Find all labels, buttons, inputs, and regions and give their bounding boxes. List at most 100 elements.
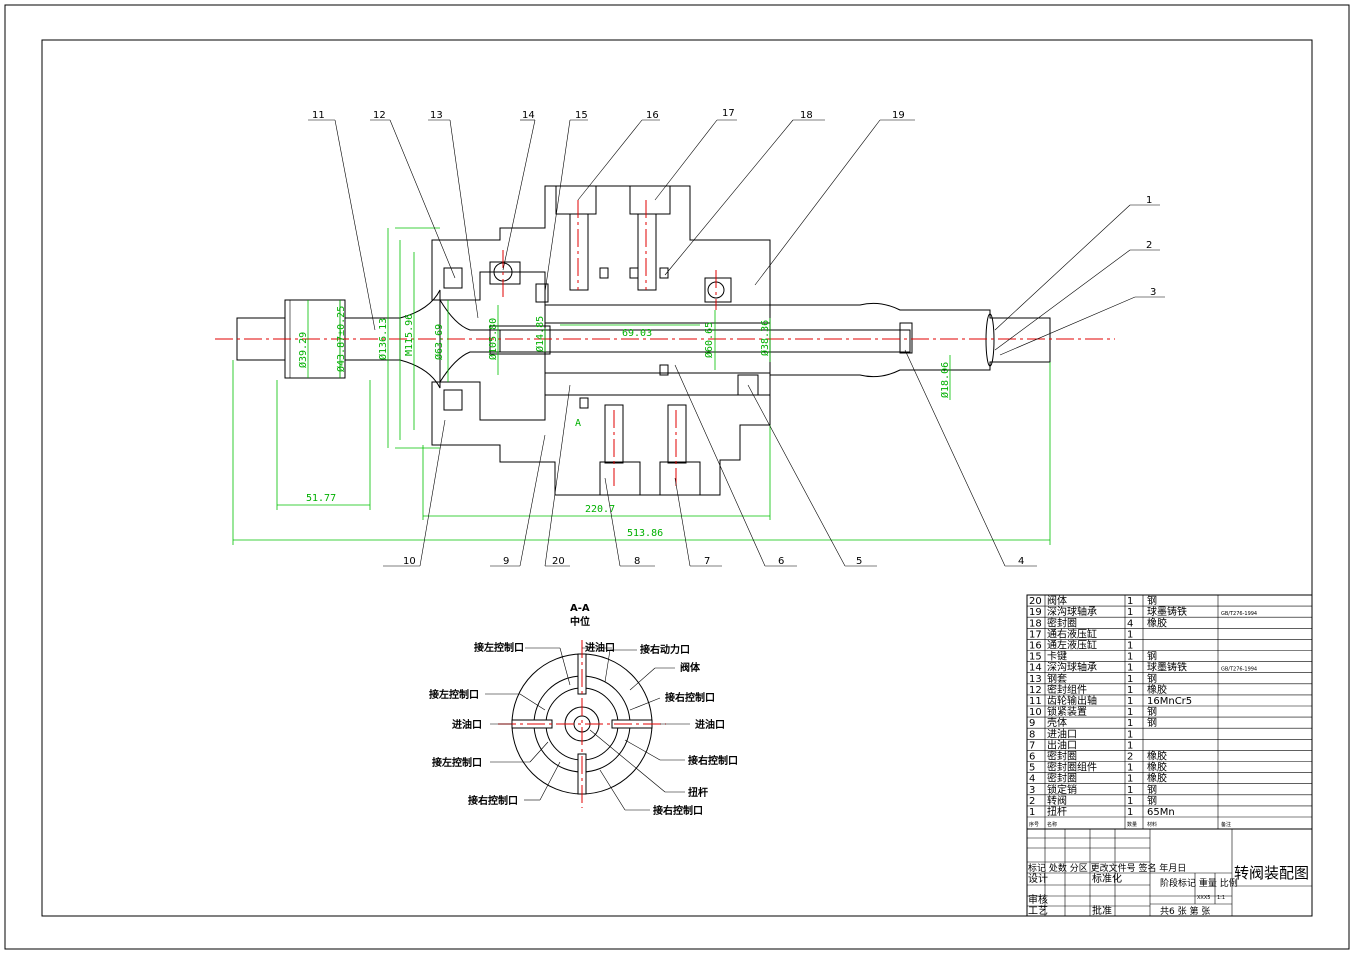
tb-design: 设计 [1028,872,1048,885]
dim-d4: M115.96 [404,314,415,356]
dim-d5: Ø63.69 [433,324,445,360]
tb-scale: 1:1 [1217,895,1225,901]
parts-cell-no: 10 [1029,707,1042,718]
callout-18: 18 [800,110,813,121]
parts-cell-no: 20 [1029,596,1042,607]
parts-cell-qty: 1 [1127,596,1133,607]
parts-cell-no: 17 [1029,629,1042,640]
parts-cell-no: 5 [1029,763,1035,774]
parts-cell-qty: 1 [1127,796,1133,807]
tb-standardize: 标准化 [1092,872,1122,885]
parts-cell-name: 阀体 [1047,594,1067,607]
parts-cell-qty: 4 [1127,618,1133,629]
parts-cell-material: 橡胶 [1147,772,1167,785]
tb-sheets: 共6 张 第 张 [1160,905,1210,917]
parts-cell-name: 进油口 [1047,727,1077,740]
callout-7: 7 [704,556,710,567]
parts-cell-qty: 1 [1127,785,1133,796]
dim-d1: Ø39.29 [297,332,309,368]
parts-cell-no: 4 [1029,774,1035,785]
parts-cell-qty: 1 [1127,740,1133,751]
label-left-control-2: 接左控制口 [429,688,479,701]
dim-d11: Ø18.06 [939,362,951,398]
section-a-a-view: A-A 中位 [429,603,738,817]
dim-len1: 51.77 [306,493,336,504]
title-block: 标记 处数 分区 更改文件号 签名 年月日 设计 标准化 阶段标记 重量 比例 … [1026,828,1313,917]
parts-cell-no: 3 [1029,785,1035,796]
parts-header-name: 名称 [1047,821,1057,828]
parts-cell-no: 15 [1029,652,1042,663]
callout-8: 8 [634,556,640,567]
parts-header-note: 备注 [1221,821,1231,828]
label-right-control-3: 接右控制口 [468,794,518,807]
parts-cell-material: 65Mn [1147,807,1175,818]
label-torsion-bar: 扭杆 [688,786,708,799]
parts-cell-no: 11 [1029,696,1042,707]
parts-cell-name: 锁定销 [1047,783,1077,796]
parts-header-material: 材料 [1147,821,1157,828]
parts-cell-no: 8 [1029,729,1035,740]
parts-cell-no: 13 [1029,674,1042,685]
callout-12: 12 [373,110,386,121]
label-right-control-2: 接右控制口 [688,754,738,767]
parts-cell-name: 密封圈 [1047,750,1077,763]
label-oil-inlet-left: 进油口 [452,718,482,731]
callout-20: 20 [552,556,565,567]
parts-cell-material: 16MnCr5 [1147,696,1192,707]
label-right-power: 接右动力口 [640,643,690,656]
parts-cell-material: 球墨铸铁 [1147,605,1187,618]
parts-cell-no: 7 [1029,740,1035,751]
parts-cell-qty: 1 [1127,807,1133,818]
parts-cell-name: 深沟球轴承 [1047,661,1097,674]
callout-1: 1 [1146,195,1152,206]
parts-cell-no: 14 [1029,663,1042,674]
parts-cell-name: 转阀 [1047,794,1067,807]
parts-cell-material: 球墨铸铁 [1147,661,1187,674]
section-mark: A [575,418,581,429]
parts-cell-note: GB/T276-1994 [1221,667,1257,673]
parts-cell-name: 密封圈 [1047,772,1077,785]
tb-review: 审核 [1028,893,1048,906]
callout-13: 13 [430,110,443,121]
dim-d8: 69.03 [622,328,652,339]
parts-cell-qty: 1 [1127,663,1133,674]
parts-cell-note: GB/T276-1994 [1221,611,1257,617]
label-oil-inlet-top: 进油口 [585,641,615,654]
parts-cell-name: 密封圈 [1047,616,1077,629]
inner-frame [41,39,1313,917]
parts-cell-name: 锁紧装置 [1047,705,1087,718]
parts-cell-material: 钢 [1147,594,1157,607]
parts-cell-qty: 1 [1127,685,1133,696]
parts-cell-qty: 1 [1127,718,1133,729]
parts-cell-no: 18 [1029,618,1042,629]
callout-15: 15 [575,110,588,121]
callout-11: 11 [312,110,325,121]
parts-cell-no: 12 [1029,685,1042,696]
parts-cell-material: 橡胶 [1147,683,1167,696]
section-title: A-A [570,603,590,614]
parts-header-no: 序号 [1029,821,1039,828]
dim-d2: Ø43.87±0.25 [335,306,347,372]
dimension-texts: Ø39.29 Ø43.87±0.25 Ø136.13 M115.96 Ø63.6… [297,306,951,539]
parts-cell-no: 16 [1029,641,1042,652]
dimension-lines [232,227,1051,545]
main-assembly-view [215,185,1115,496]
parts-cell-name: 卡键 [1047,650,1067,663]
callout-4: 4 [1018,556,1024,567]
dim-d10: Ø38.36 [759,320,771,356]
parts-cell-no: 2 [1029,796,1035,807]
parts-cell-qty: 1 [1127,641,1133,652]
parts-cell-name: 密封圈组件 [1047,761,1097,774]
parts-cell-name: 深沟球轴承 [1047,605,1097,618]
label-left-control-1: 接左控制口 [474,641,524,654]
callout-9: 9 [503,556,509,567]
parts-cell-name: 扭杆 [1047,805,1067,818]
callout-17: 17 [722,108,735,119]
dim-d9: Ø60.65 [703,322,715,358]
leader-label-texts: 11 12 13 14 15 16 17 18 19 1 2 3 10 9 20… [312,108,1156,567]
parts-cell-no: 9 [1029,718,1035,729]
parts-cell-qty: 1 [1127,707,1133,718]
parts-cell-name: 壳体 [1047,716,1067,729]
tb-weight-code: XXX5 [1197,895,1210,901]
parts-cell-qty: 1 [1127,696,1133,707]
